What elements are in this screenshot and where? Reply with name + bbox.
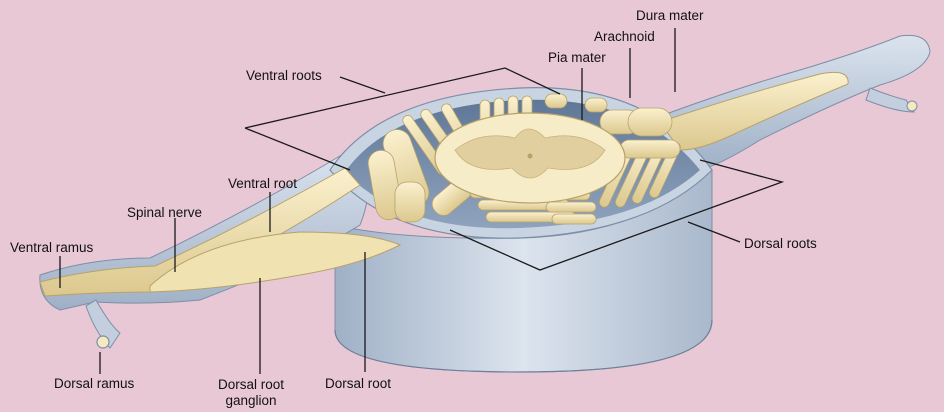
- ventral-roots-plane-top: [244, 67, 561, 129]
- label-ventral-roots: Ventral roots: [246, 68, 322, 83]
- label-spinal-nerve: Spinal nerve: [127, 205, 203, 220]
- label-arachnoid: Arachnoid: [594, 29, 655, 44]
- label-dura-mater: Dura mater: [636, 8, 704, 23]
- spinal-cord: [434, 112, 626, 204]
- label-pia-mater: Pia mater: [548, 50, 606, 65]
- label-dorsal-root-ganglion: Dorsal root ganglion: [218, 377, 284, 408]
- right-spinal-nerve: [659, 71, 849, 151]
- dorsal-roots-leader: [687, 221, 741, 243]
- label-dorsal-root-ganglion-line2: ganglion: [225, 392, 277, 408]
- ventral-roots-plane-left: [244, 127, 351, 171]
- central-canal: [527, 153, 533, 159]
- dural-sac-segment: [334, 168, 713, 373]
- label-dorsal-root: Dorsal root: [325, 376, 392, 391]
- dorsal-roots-plane: [449, 159, 785, 271]
- left-spinal-nerve: [39, 167, 402, 297]
- label-dorsal-ramus: Dorsal ramus: [54, 376, 135, 391]
- label-ventral-root: Ventral root: [228, 176, 298, 191]
- leader-lines: [59, 28, 785, 374]
- label-dorsal-root-ganglion-line1: Dorsal root: [218, 377, 285, 392]
- ventral-roots-leader: [339, 76, 386, 94]
- label-ventral-ramus: Ventral ramus: [10, 240, 94, 255]
- label-dorsal-roots: Dorsal roots: [744, 236, 817, 251]
